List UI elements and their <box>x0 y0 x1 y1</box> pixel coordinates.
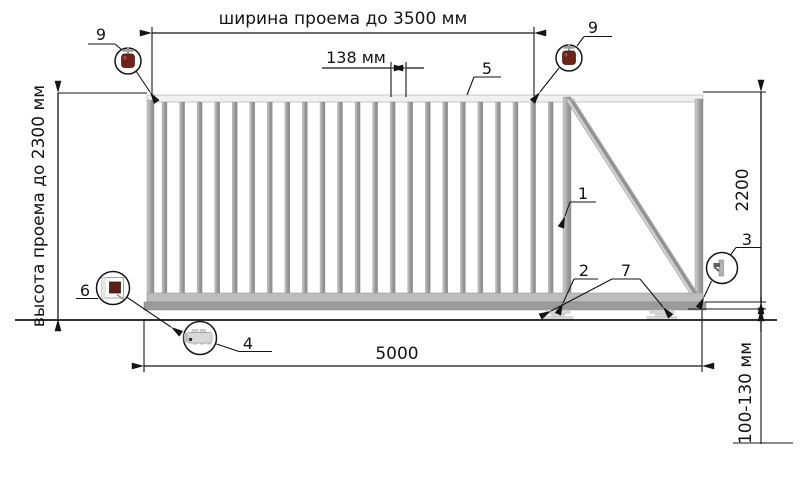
callout-3: 3 <box>695 230 761 310</box>
bottom-frame-beam <box>146 292 704 303</box>
callout-6-number: 6 <box>80 281 90 300</box>
ground-clearance-label: 100-130 мм <box>736 342 756 444</box>
picket <box>495 101 501 294</box>
picket <box>390 101 396 294</box>
middle-frame-post <box>562 96 572 303</box>
guide-rail-beam <box>143 301 707 311</box>
picket <box>460 101 466 294</box>
callout-2-number: 2 <box>579 261 589 280</box>
picket <box>161 101 168 294</box>
callout-4-number: 4 <box>243 334 253 353</box>
dim-leaf-height: 2200 <box>703 79 766 315</box>
callout-5-number: 5 <box>482 59 492 78</box>
picket <box>372 101 378 294</box>
picket <box>319 101 326 294</box>
callout-4: 4 <box>182 320 272 356</box>
picket-spacing-label: 138 мм <box>326 48 386 67</box>
picket <box>284 101 291 294</box>
picket <box>196 101 203 294</box>
picket-infill <box>161 101 554 294</box>
callout-9-left-number: 9 <box>96 25 106 44</box>
callout-1-number: 1 <box>578 184 588 203</box>
gate-leaf <box>143 94 707 311</box>
diagonal-brace <box>566 98 701 302</box>
opening-height-label: высота проема до 2300 мм <box>29 85 49 327</box>
dim-picket-spacing: 138 мм <box>322 48 424 97</box>
leaf-length-label: 5000 <box>375 344 418 364</box>
left-frame-post <box>146 99 155 297</box>
callout-7-number: 7 <box>621 261 631 280</box>
opening-width-label: ширина проема до 3500 мм <box>219 9 468 29</box>
callout-9-left: 9 <box>88 25 160 105</box>
dim-opening-height: высота проема до 2300 мм <box>29 80 147 332</box>
callout-5: 5 <box>466 59 501 96</box>
right-frame-post <box>694 98 704 303</box>
picket <box>425 101 431 294</box>
picket <box>547 101 554 294</box>
callout-9-right-number: 9 <box>588 18 598 37</box>
picket <box>337 101 343 294</box>
picket <box>232 101 238 294</box>
top-rail <box>146 94 704 103</box>
callout-3-number: 3 <box>742 230 752 249</box>
leaf-height-label: 2200 <box>733 168 753 211</box>
callout-9-right: 9 <box>529 18 612 104</box>
dim-leaf-length: 5000 <box>131 310 715 372</box>
picket <box>512 101 519 294</box>
dim-opening-width: ширина проема до 3500 мм <box>139 9 547 96</box>
signal-lamp-icon <box>562 44 576 65</box>
picket <box>179 101 185 294</box>
end-catch-icon <box>713 259 724 277</box>
picket <box>214 101 220 294</box>
picket <box>530 101 536 294</box>
gate-motor-icon <box>183 329 213 345</box>
dim-ground-clearance: 100-130 мм <box>688 297 793 444</box>
picket <box>249 101 255 294</box>
picket <box>442 101 448 294</box>
callout-2: 2 <box>554 261 598 316</box>
picket <box>267 101 273 294</box>
callout-1: 1 <box>557 184 596 229</box>
picket <box>302 101 308 294</box>
callout-6: 6 <box>76 270 184 337</box>
picket <box>407 101 413 294</box>
picket <box>477 101 484 294</box>
photocell-icon <box>101 277 124 301</box>
signal-lamp-icon <box>121 47 135 68</box>
picket <box>354 101 361 294</box>
callout-7: 7 <box>538 261 674 320</box>
